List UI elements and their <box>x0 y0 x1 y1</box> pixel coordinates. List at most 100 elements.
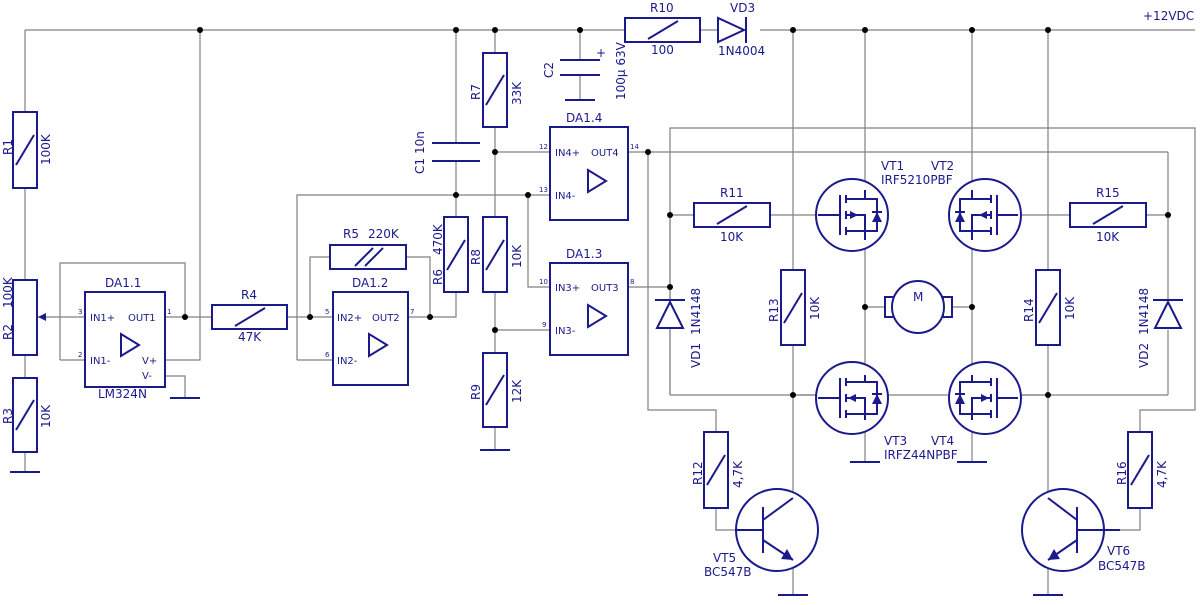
resistor-value: 4,7K <box>731 460 745 488</box>
resistor-r6: R6 470K <box>431 216 469 293</box>
mosfet-ref: VT3 <box>884 434 907 448</box>
resistor-value: 100 <box>651 43 674 57</box>
opamp-da1-3: DA1.3 IN3+ IN3- OUT3 10 9 8 <box>539 247 634 356</box>
bjt-vt6: VT6 BC547B <box>1021 488 1146 573</box>
resistor-ref: R11 <box>720 186 744 200</box>
potentiometer-wiper-arrow <box>38 313 46 321</box>
opamp-ref: DA1.3 <box>566 247 602 261</box>
resistor-value: 47K <box>238 330 262 344</box>
grounds <box>10 99 1063 596</box>
motor-m: M <box>884 280 953 334</box>
wires <box>24 29 1196 595</box>
mosfet-ref: VT2 <box>931 159 954 173</box>
opamp-vminus: V- <box>142 371 152 382</box>
resistor-ref: R4 <box>241 288 257 302</box>
pin-number: 5 <box>325 308 329 316</box>
opamp-in-plus: IN1+ <box>90 313 115 324</box>
opamp-in-minus: IN3- <box>555 326 576 337</box>
resistor-value: 10K <box>1096 230 1120 244</box>
resistor-r10: R10 100 <box>624 1 701 57</box>
resistor-ref: R13 <box>767 298 781 322</box>
bjt-vt5: VT5 BC547B <box>704 488 819 579</box>
mosfet-vt1: VT1 IRF5210PBF <box>815 159 953 252</box>
bjt-ref: VT5 <box>713 551 736 565</box>
diode-vd1: VD1 1N4148 <box>655 288 703 368</box>
resistor-ref: R6 <box>431 269 445 285</box>
diode-ref: VD3 <box>730 1 755 15</box>
pin-number: 2 <box>78 351 82 359</box>
opamp-vplus: V+ <box>142 356 157 367</box>
opamp-ref: DA1.2 <box>352 276 388 290</box>
resistor-r1: R1 100K <box>1 111 53 189</box>
pin-number: 6 <box>325 351 330 359</box>
resistor-value: 10K <box>1063 296 1077 320</box>
capacitor-ref: C2 <box>542 62 556 78</box>
pin-number: 1 <box>167 308 171 316</box>
resistor-r15: R15 10K <box>1069 186 1147 244</box>
resistor-value: 100K <box>39 133 53 165</box>
opamp-out: OUT2 <box>372 313 400 324</box>
mosfet-vt4: VT4 <box>931 361 1022 448</box>
opamp-out: OUT3 <box>591 283 619 294</box>
opamp-da1-2: DA1.2 IN2+ IN2- OUT2 5 6 7 <box>325 276 414 386</box>
resistor-r4: R4 47K <box>211 288 288 344</box>
resistor-ref: R9 <box>469 384 483 400</box>
resistor-value: 10K <box>39 404 53 428</box>
resistor-ref: R7 <box>469 84 483 100</box>
resistor-value: 10K <box>720 230 744 244</box>
opamp-in-plus: IN2+ <box>337 313 362 324</box>
pin-number: 12 <box>539 143 548 151</box>
opamp-in-minus: IN4- <box>555 191 576 202</box>
resistor-r13: R13 10K <box>767 269 822 346</box>
resistor-value: 12K <box>510 379 524 403</box>
resistor-value: 10K <box>510 244 524 268</box>
resistor-value: 470K <box>431 223 445 255</box>
diode-ref: VD2 <box>1137 343 1151 368</box>
mosfet-ref: VT1 <box>881 159 904 173</box>
opamp-in-plus: IN4+ <box>555 148 580 159</box>
diode-value: 1N4148 <box>689 288 703 335</box>
resistor-r5: R5 220K <box>329 227 407 270</box>
resistor-ref: R1 <box>1 139 15 155</box>
mosfet-vt3: VT3 IRFZ44NPBF <box>815 361 958 462</box>
diode-ref: VD1 <box>689 343 703 368</box>
resistor-r16: R16 4,7K <box>1115 431 1169 509</box>
diode-value: 1N4004 <box>718 44 765 58</box>
mosfet-ref: VT4 <box>931 434 954 448</box>
capacitor-polarity-plus: + <box>596 46 606 60</box>
motor-label: M <box>913 290 923 304</box>
opamp-in-minus: IN1- <box>90 356 111 367</box>
resistor-ref: R10 <box>650 1 674 15</box>
resistor-r7: R7 33K <box>469 52 524 128</box>
diode-vd2: VD2 1N4148 <box>1137 288 1183 368</box>
resistor-ref: R5 <box>343 227 359 241</box>
resistor-value: 10K <box>808 296 822 320</box>
pin-number: 8 <box>630 278 634 286</box>
opamp-ref: DA1.1 <box>105 276 141 290</box>
opamp-da1-4: DA1.4 IN4+ IN4- OUT4 12 13 14 <box>539 111 639 221</box>
resistor-ref: R12 <box>691 461 705 485</box>
bjt-part: BC547B <box>704 565 752 579</box>
resistor-value: 100K <box>1 276 15 308</box>
resistor-r12: R12 4,7K <box>691 431 745 509</box>
resistor-ref: R2 <box>1 324 15 340</box>
opamp-out: OUT1 <box>128 313 156 324</box>
pin-number: 9 <box>542 321 546 329</box>
resistor-r3: R3 10K <box>1 377 53 453</box>
resistor-value: 220K <box>368 227 400 241</box>
opamp-out: OUT4 <box>591 148 619 159</box>
pin-number: 3 <box>78 308 82 316</box>
diode-vd3: VD3 1N4004 <box>717 1 765 58</box>
resistor-r2-potentiometer: R2 100K <box>1 276 46 356</box>
capacitor-value: 100µ 63V <box>614 41 628 100</box>
bjt-part: BC547B <box>1098 559 1146 573</box>
opamp-part: LM324N <box>98 387 147 401</box>
resistor-value: 4,7K <box>1155 460 1169 488</box>
pin-number: 7 <box>410 308 414 316</box>
mosfet-part: IRFZ44NPBF <box>884 448 958 462</box>
pin-number: 14 <box>630 143 639 151</box>
capacitor-c1: C1 10n <box>413 131 480 174</box>
diode-value: 1N4148 <box>1137 288 1151 335</box>
bjt-ref: VT6 <box>1107 544 1130 558</box>
